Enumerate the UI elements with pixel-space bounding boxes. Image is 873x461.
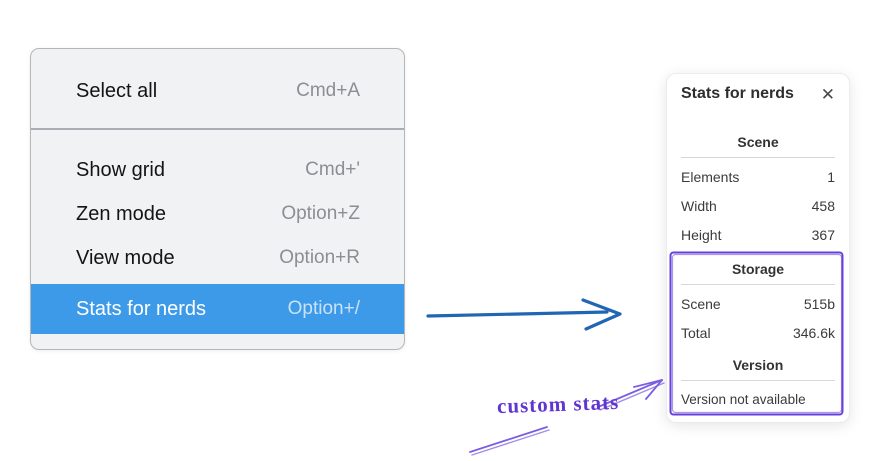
close-icon[interactable]: ✕ bbox=[820, 84, 835, 104]
stat-row-height: Height 367 bbox=[681, 220, 835, 249]
menu-item-shortcut: Option+/ bbox=[287, 298, 360, 319]
stat-value: 367 bbox=[811, 226, 835, 243]
stat-row-width: Width 458 bbox=[681, 191, 835, 220]
menu-item-label: Stats for nerds bbox=[76, 297, 207, 320]
stat-label: Elements bbox=[681, 168, 740, 185]
section-divider bbox=[681, 380, 835, 381]
flow-arrow bbox=[426, 298, 622, 331]
annotation-label: custom stats bbox=[496, 389, 620, 419]
section-divider bbox=[681, 157, 835, 158]
menu-item-shortcut: Option+R bbox=[279, 247, 360, 268]
stat-value: 346.6k bbox=[792, 324, 835, 341]
menu-item-label: Show grid bbox=[76, 158, 165, 181]
context-menu: Select all Cmd+A Show grid Cmd+' Zen mod… bbox=[30, 48, 405, 350]
stat-value: 1 bbox=[827, 168, 835, 185]
menu-item-zen-mode[interactable]: Zen mode Option+Z bbox=[31, 192, 404, 236]
menu-separator bbox=[31, 128, 404, 130]
menu-item-label: Zen mode bbox=[76, 202, 167, 225]
menu-item-show-grid[interactable]: Show grid Cmd+' bbox=[31, 148, 404, 192]
section-heading-version: Version bbox=[732, 357, 784, 373]
stat-value: 515b bbox=[803, 295, 835, 312]
menu-item-view-mode[interactable]: View mode Option+R bbox=[31, 236, 404, 280]
stat-label: Width bbox=[681, 197, 717, 214]
menu-item-stats-for-nerds[interactable]: Stats for nerds Option+/ bbox=[31, 284, 404, 334]
section-heading-storage: Storage bbox=[731, 261, 785, 277]
section-heading-scene: Scene bbox=[737, 134, 779, 150]
menu-item-label: View mode bbox=[76, 246, 175, 269]
stat-label: Height bbox=[681, 226, 722, 243]
section-divider bbox=[681, 284, 835, 285]
stats-panel-title: Stats for nerds bbox=[681, 85, 794, 102]
menu-item-shortcut: Option+Z bbox=[281, 203, 360, 224]
stat-label: Total bbox=[681, 324, 711, 341]
stat-row-scene-storage: Scene 515b bbox=[681, 289, 835, 318]
stat-label: Scene bbox=[681, 295, 721, 312]
stat-row-total-storage: Total 346.6k bbox=[681, 318, 835, 347]
stat-row-elements: Elements 1 bbox=[681, 162, 835, 191]
stat-value: 458 bbox=[811, 197, 835, 214]
menu-item-label: Select all bbox=[76, 79, 158, 102]
menu-item-shortcut: Cmd+A bbox=[296, 80, 360, 101]
version-note: Version not available bbox=[681, 392, 806, 407]
menu-item-select-all[interactable]: Select all Cmd+A bbox=[31, 69, 404, 113]
menu-item-shortcut: Cmd+' bbox=[305, 159, 360, 180]
stats-panel: Stats for nerds ✕ Scene Elements 1 Width… bbox=[666, 73, 850, 423]
